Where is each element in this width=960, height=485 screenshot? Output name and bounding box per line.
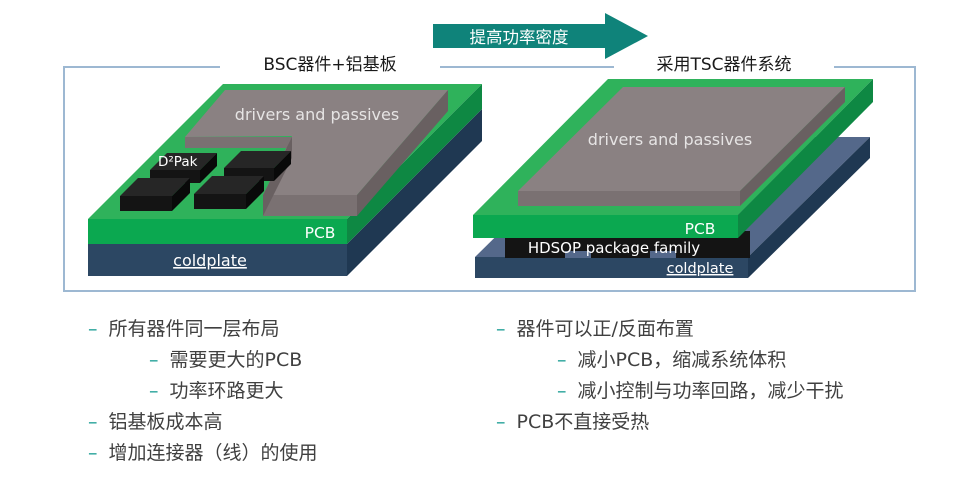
left-drivers-label: drivers and passives — [235, 105, 399, 124]
bullet-dash: – — [88, 411, 98, 433]
d2pak-top — [194, 176, 264, 194]
left-panel-title: BSC器件+铝基板 — [220, 54, 440, 76]
left-coldplate-front — [88, 244, 347, 276]
right-panel-title: 采用TSC器件系统 — [614, 54, 834, 76]
right-chip-top — [518, 87, 845, 191]
bullet-dash: – — [149, 349, 159, 371]
left-pcb-side — [347, 84, 482, 244]
d2pak-front — [120, 196, 172, 211]
right-bullet-list: – 器件可以正/反面布置 – 减小PCB，缩减系统体积 – 减小控制与功率回路，… — [496, 314, 936, 438]
bullet-text: 所有器件同一层布局 — [108, 318, 280, 340]
left-coldplate-side — [347, 109, 482, 276]
d2pak-top — [224, 151, 291, 168]
bullet-text: 需要更大的PCB — [169, 349, 303, 371]
right-pcb-label: PCB — [685, 220, 716, 238]
left-stack-figure: drivers and passives D²Pak PCB coldplate — [88, 84, 482, 276]
left-chip-top — [185, 90, 448, 195]
d2pak-top — [120, 178, 190, 196]
left-chip-side — [357, 90, 448, 216]
bullet-right-3: – 减小控制与功率回路，减少干扰 — [496, 376, 936, 407]
bullet-right-1: – 器件可以正/反面布置 — [496, 314, 936, 345]
illustration-frame — [63, 66, 916, 292]
d2pak-front — [194, 194, 246, 209]
bullet-right-2: – 减小PCB，缩减系统体积 — [496, 345, 936, 376]
bullet-right-4: – PCB不直接受热 — [496, 407, 936, 438]
bullet-dash: – — [496, 318, 506, 340]
right-coldplate-front — [475, 257, 748, 278]
d2pak-packages — [120, 151, 291, 211]
bullet-dash: – — [557, 380, 567, 402]
bullet-text: PCB不直接受热 — [516, 411, 650, 433]
power-density-arrow: 提高功率密度 — [433, 13, 648, 59]
bullet-left-5: – 增加连接器（线）的使用 — [88, 438, 478, 469]
right-drivers-label: drivers and passives — [588, 130, 752, 149]
right-coldplate-side — [748, 137, 870, 278]
left-coldplate-label: coldplate — [173, 251, 247, 270]
left-bullet-list: – 所有器件同一层布局 – 需要更大的PCB – 功率环路更大 – 铝基板成本高… — [88, 314, 478, 469]
package-gap — [650, 251, 676, 258]
bullet-dash: – — [88, 318, 98, 340]
bullet-dash: – — [496, 411, 506, 433]
package-gap — [565, 251, 591, 258]
bullet-left-1: – 所有器件同一层布局 — [88, 314, 478, 345]
right-stack-figure: drivers and passives PCB HDSOP package f… — [473, 79, 873, 278]
hdsop-label: HDSOP package family — [528, 239, 700, 257]
bullet-left-4: – 铝基板成本高 — [88, 407, 478, 438]
bullet-text: 器件可以正/反面布置 — [516, 318, 694, 340]
d2pak-side — [200, 153, 217, 183]
right-chip-front — [518, 191, 740, 206]
right-chip-side — [740, 87, 845, 206]
bullet-text: 铝基板成本高 — [108, 411, 223, 433]
left-pcb-front — [88, 219, 347, 244]
arrow-shape — [433, 13, 648, 59]
bullet-text: 减小PCB，缩减系统体积 — [577, 349, 787, 371]
bullet-text: 功率环路更大 — [169, 380, 284, 402]
d2pak-side — [172, 178, 190, 211]
right-coldplate-label: coldplate — [667, 261, 734, 277]
bullet-left-2: – 需要更大的PCB — [88, 345, 478, 376]
d2pak-top — [150, 153, 217, 170]
d2pak-label: D²Pak — [158, 154, 198, 170]
right-pcb-front — [473, 215, 738, 238]
bullet-dash: – — [557, 349, 567, 371]
right-pcb-side — [738, 79, 873, 238]
bullet-text: 减小控制与功率回路，减少干扰 — [577, 380, 844, 402]
bullet-dash: – — [88, 442, 98, 464]
bullet-left-3: – 功率环路更大 — [88, 376, 478, 407]
d2pak-side — [246, 176, 264, 209]
left-chip-front — [263, 195, 357, 216]
arrow-label: 提高功率密度 — [470, 28, 569, 47]
left-pcb-label: PCB — [305, 224, 336, 242]
bullet-dash: – — [149, 380, 159, 402]
bullet-text: 增加连接器（线）的使用 — [108, 442, 318, 464]
left-chip-strip-front — [185, 137, 292, 148]
d2pak-side — [274, 151, 291, 181]
